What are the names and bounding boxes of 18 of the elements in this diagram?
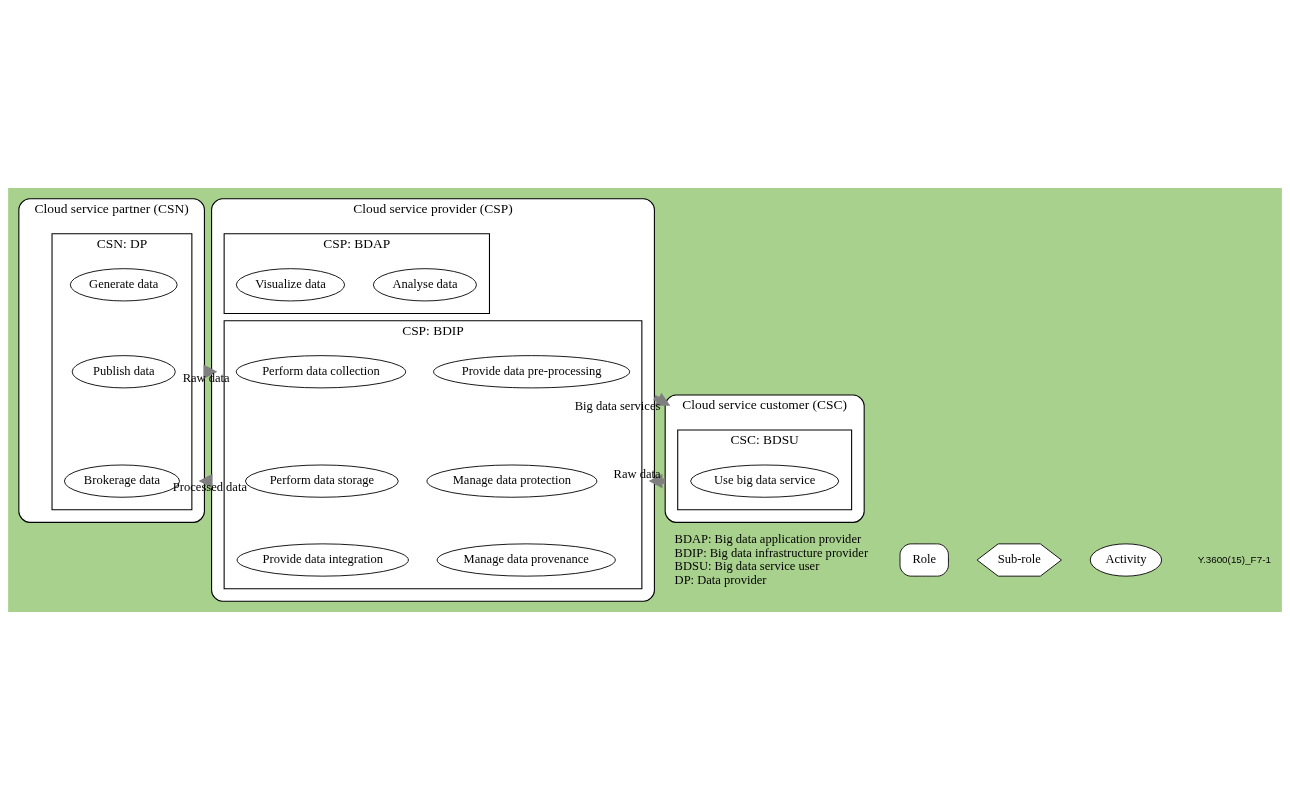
legend-label: Sub-role bbox=[997, 552, 1041, 567]
legend-label: Activity bbox=[1105, 552, 1147, 567]
label: BDSU: Big data service user bbox=[674, 559, 820, 574]
label: BDIP: Big data infrastructure provider bbox=[674, 545, 869, 560]
node-ellipse: Analyse data bbox=[372, 268, 477, 302]
node-ellipse: Provide data integration bbox=[236, 543, 409, 577]
node-ellipse: Generate data bbox=[69, 268, 178, 302]
node-ellipse: Publish data bbox=[71, 355, 176, 389]
node-ellipse: Provide data pre-processing bbox=[433, 355, 631, 389]
node-ellipse: Manage data provenance bbox=[436, 543, 616, 577]
legend-label: Role bbox=[912, 552, 937, 567]
node-ellipse: Perform data collection bbox=[235, 355, 407, 389]
node-ellipse: Visualize data bbox=[235, 268, 346, 302]
node-ellipse: Manage data protection bbox=[426, 464, 598, 498]
node-ellipse: Use big data service bbox=[690, 464, 840, 498]
label: BDAP: Big data application provider bbox=[674, 532, 862, 547]
label: Y.3600(15)_F7-1 bbox=[1197, 553, 1271, 565]
label: DP: Data provider bbox=[674, 572, 767, 587]
